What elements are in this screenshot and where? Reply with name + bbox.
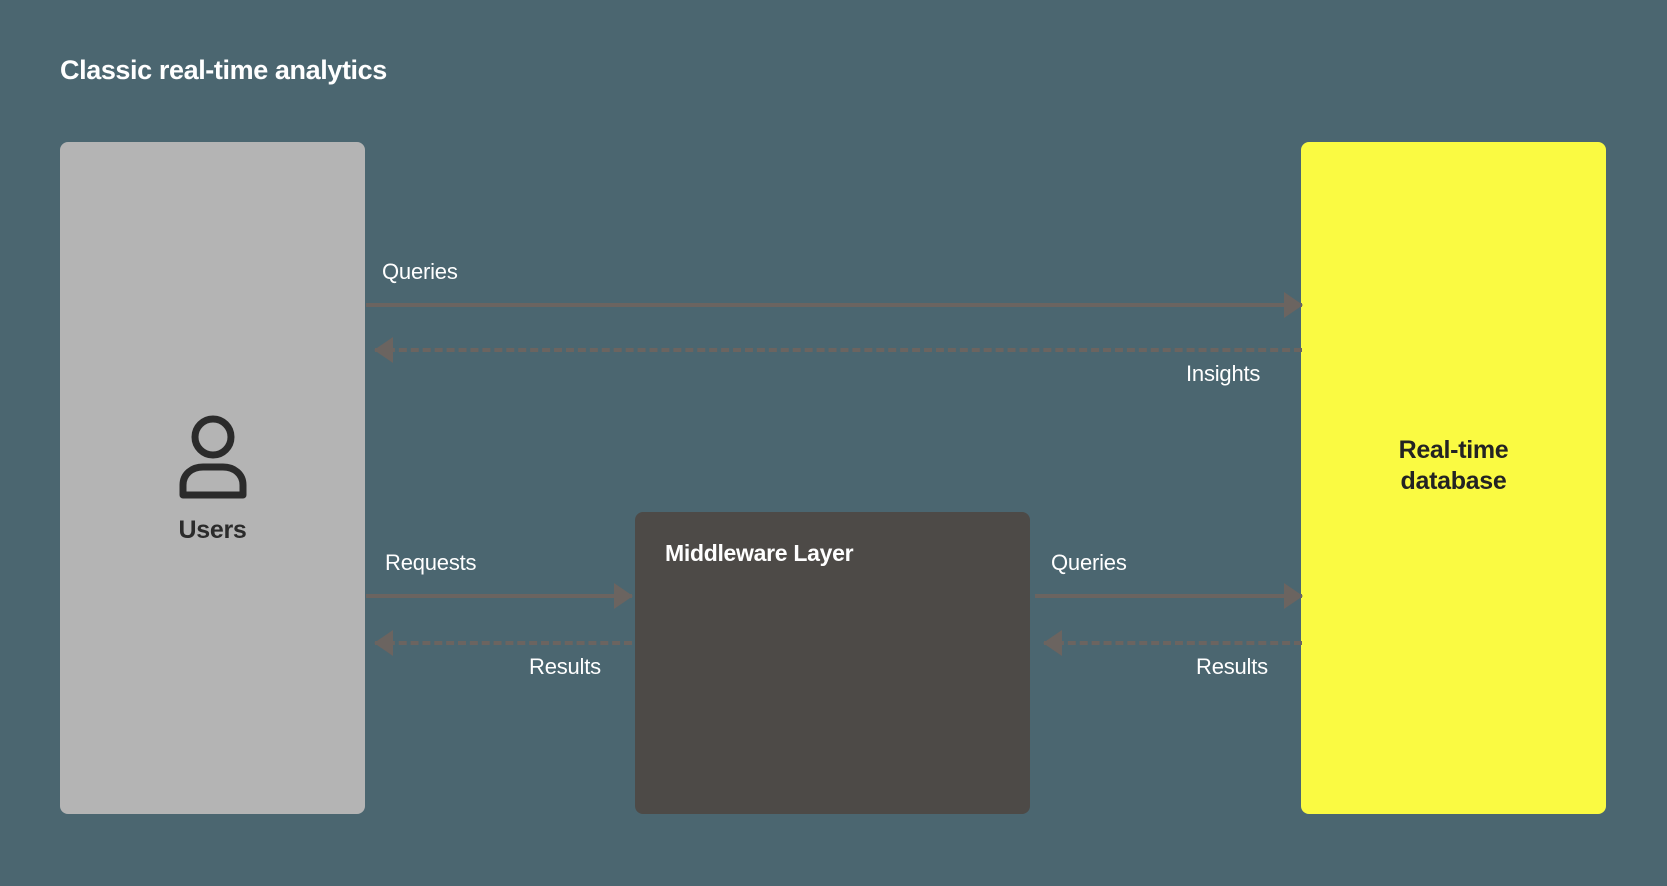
node-database-label: Real-time database (1301, 435, 1606, 498)
node-users-label: Users (178, 516, 247, 544)
node-database-label-line2: database (1400, 467, 1507, 496)
node-database[interactable]: Real-time database (1301, 142, 1606, 814)
node-middleware-label: Middleware Layer (665, 540, 854, 566)
edge-line (1044, 641, 1302, 645)
arrow-head-right-icon (1284, 292, 1303, 318)
edge-line (1035, 594, 1302, 598)
node-users[interactable]: Users (60, 142, 365, 814)
arrow-head-left-icon (1043, 630, 1062, 656)
arrow-head-left-icon (374, 630, 393, 656)
edge-line (375, 348, 1302, 352)
arrow-head-right-icon (614, 583, 633, 609)
edge-line (375, 641, 632, 645)
person-icon (173, 413, 253, 504)
node-database-label-line1: Real-time (1398, 436, 1509, 464)
node-users-content: Users (60, 413, 365, 545)
edge-label-requests: Requests (385, 550, 477, 575)
edge-label-queries-mid: Queries (1051, 550, 1127, 575)
edge-line (366, 303, 1302, 307)
edge-label-results-left: Results (529, 654, 601, 679)
page-title: Classic real-time analytics (60, 55, 387, 85)
edge-label-insights: Insights (1186, 361, 1261, 386)
node-middleware[interactable]: Middleware Layer (635, 512, 1030, 814)
edge-label-results-right: Results (1196, 654, 1268, 679)
arrow-head-right-icon (1284, 583, 1303, 609)
edge-label-queries-top: Queries (382, 259, 458, 284)
edge-line (366, 594, 632, 598)
arrow-head-left-icon (374, 337, 393, 363)
